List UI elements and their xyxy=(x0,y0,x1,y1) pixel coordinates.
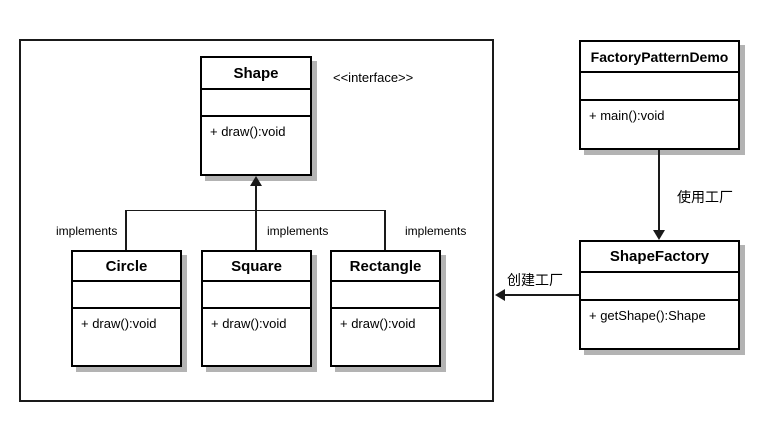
inheritance-arrowhead-icon xyxy=(250,176,262,186)
inheritance-drop-rectangle xyxy=(384,210,386,250)
use-factory-arrowhead-icon xyxy=(653,230,665,240)
class-attributes-circle xyxy=(73,282,180,309)
class-title-factory-pattern-demo: FactoryPatternDemo xyxy=(581,42,738,73)
class-title-rectangle: Rectangle xyxy=(332,252,439,282)
implements-label-circle: implements xyxy=(56,224,118,238)
create-factory-line xyxy=(504,294,579,296)
implements-label-rectangle: implements xyxy=(405,224,467,238)
implements-label-square: implements xyxy=(267,224,329,238)
class-title-shape: Shape xyxy=(202,58,310,90)
create-factory-arrowhead-icon xyxy=(495,289,505,301)
class-box-shape-factory: ShapeFactory + getShape():Shape xyxy=(579,240,740,350)
inheritance-line-vertical xyxy=(255,184,257,250)
class-box-circle: Circle + draw():void xyxy=(71,250,182,367)
class-methods-circle: + draw():void xyxy=(81,316,157,331)
class-attributes-shape xyxy=(202,90,310,117)
class-title-circle: Circle xyxy=(73,252,180,282)
shapes-package-frame xyxy=(19,39,494,402)
use-factory-line xyxy=(658,150,660,232)
inheritance-line-horizontal xyxy=(125,210,386,211)
class-box-square: Square + draw():void xyxy=(201,250,312,367)
class-box-shape: Shape + draw():void xyxy=(200,56,312,176)
class-box-rectangle: Rectangle + draw():void xyxy=(330,250,441,367)
class-box-factory-pattern-demo: FactoryPatternDemo + main():void xyxy=(579,40,740,150)
use-factory-label: 使用工厂 xyxy=(677,189,733,205)
class-title-square: Square xyxy=(203,252,310,282)
class-title-shape-factory: ShapeFactory xyxy=(581,242,738,273)
class-methods-square: + draw():void xyxy=(211,316,287,331)
class-methods-shape: + draw():void xyxy=(210,124,286,139)
class-methods-shape-factory: + getShape():Shape xyxy=(589,308,706,323)
class-attributes-square xyxy=(203,282,310,309)
class-attributes-shape-factory xyxy=(581,273,738,301)
class-attributes-rectangle xyxy=(332,282,439,309)
create-factory-label: 创建工厂 xyxy=(507,272,563,288)
inheritance-drop-circle xyxy=(125,210,127,250)
class-methods-factory-pattern-demo: + main():void xyxy=(589,108,665,123)
class-methods-rectangle: + draw():void xyxy=(340,316,416,331)
interface-stereotype-label: <<interface>> xyxy=(333,70,414,85)
class-attributes-factory-pattern-demo xyxy=(581,73,738,101)
